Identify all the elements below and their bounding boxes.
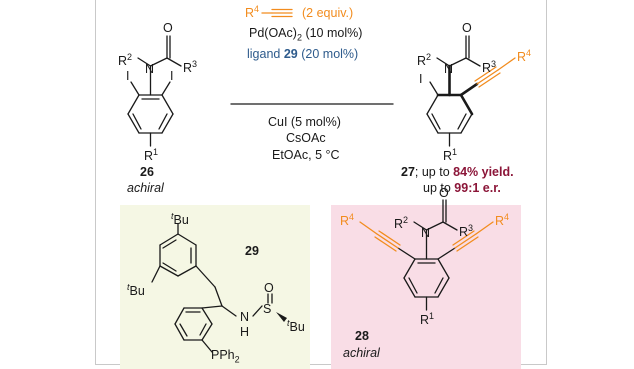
c26-r1-letter: R [144, 149, 154, 164]
c26-r1-sup: 1 [153, 147, 159, 157]
c27-r4-sup: 4 [526, 48, 532, 58]
l29-tbu-left: tBu [127, 283, 145, 298]
c27-r2-sup: 2 [426, 52, 432, 62]
alkyne-equiv: (2 equiv.) [302, 6, 354, 20]
solvent-line: EtOAc, 5 °C [272, 148, 340, 162]
c27-r4: R4 [517, 49, 531, 64]
pd-loading: (10 mol%) [305, 26, 363, 40]
c28-note: achiral [343, 346, 380, 360]
c28-r4-right-letter: R [495, 214, 505, 229]
l29-h: H [240, 325, 250, 339]
c26-r2-sup: 2 [127, 52, 133, 62]
c27-r3-letter: R [482, 61, 492, 76]
c28-r1-letter: R [420, 313, 430, 328]
l29-n: N [240, 310, 250, 324]
c28-r3: R3 [459, 224, 473, 239]
cui-line: CuI (5 mol%) [268, 115, 341, 129]
c26-r2-letter: R [118, 54, 128, 69]
ligand-29-bonds [151, 223, 273, 353]
c27-r3: R3 [482, 60, 496, 75]
sulfur-wedge [276, 312, 287, 322]
c27-er-line: up to 99:1 e.r. [423, 182, 501, 195]
c27-yield-prefix: ; up to [414, 165, 450, 179]
c27-r1: R1 [443, 148, 457, 163]
c28-r4-left-letter: R [340, 214, 350, 229]
c28-r3-letter: R [459, 225, 469, 240]
c27-r1-sup: 1 [452, 147, 458, 157]
c27-r2: R2 [417, 53, 431, 68]
alkyne-r-letter: R [245, 6, 255, 21]
c27-r2-letter: R [417, 54, 427, 69]
c26-r1: R1 [144, 148, 158, 163]
c27-er-value: 99:1 e.r. [454, 181, 501, 195]
l29-tbu-top: tBu [171, 212, 189, 227]
c26-i-left: I [126, 69, 130, 83]
c26-number: 26 [140, 165, 154, 179]
c26-o: O [163, 21, 173, 35]
c26-n: N [145, 62, 155, 76]
ligand-word: ligand [247, 47, 281, 61]
l29-tbu-s-bu: Bu [289, 320, 305, 335]
ligand-loading: (20 mol%) [301, 47, 359, 61]
pd-formula: Pd(OAc) [249, 26, 297, 40]
l29-pph-sub: 2 [234, 354, 240, 365]
c28-o: O [439, 186, 449, 200]
l29-number: 29 [245, 244, 259, 258]
l29-tbu-top-t: t [171, 211, 174, 221]
base-line: CsOAc [286, 131, 326, 145]
c27-er-prefix: up to [423, 181, 451, 195]
c28-number: 28 [355, 329, 369, 343]
c26-r3-sup: 3 [192, 59, 198, 69]
c27-number: 27 [401, 165, 415, 179]
c28-r4-right-sup: 4 [504, 212, 510, 222]
scheme-frame [95, 0, 547, 365]
alkyne-r-sup: 4 [254, 4, 260, 14]
l29-tbu-top-bu: Bu [173, 213, 189, 228]
c27-o: O [462, 21, 472, 35]
c27-i: I [419, 72, 423, 86]
ligand-number: 29 [283, 47, 298, 61]
c28-r3-sup: 3 [468, 223, 474, 233]
l29-pph2: PPh2 [211, 349, 240, 365]
l29-tbu-left-bu: Bu [129, 284, 145, 299]
compound-27-alkyne [474, 57, 516, 88]
c26-note: achiral [127, 181, 164, 195]
compound-27-bonds [426, 35, 481, 147]
c27-yield-value: 84% yield. [453, 165, 514, 179]
c27-n: N [444, 62, 454, 76]
ligand-line: ligand 29 (20 mol%) [247, 48, 358, 61]
c27-r1-letter: R [443, 149, 453, 164]
c28-r1-sup: 1 [429, 311, 435, 321]
c28-r2-letter: R [394, 217, 404, 232]
l29-tbu-s: tBu [287, 319, 305, 334]
pd-catalyst-line: Pd(OAc)2 (10 mol%) [249, 27, 362, 43]
c28-r4-left: R4 [340, 213, 354, 228]
c28-r4-left-sup: 4 [349, 212, 355, 222]
c27-yield-line: 27; up to 84% yield. [401, 166, 514, 179]
c28-r4-right: R4 [495, 213, 509, 228]
c26-r3: R3 [183, 60, 197, 75]
c27-r4-letter: R [517, 50, 527, 65]
c28-r1: R1 [420, 312, 434, 327]
l29-o: O [264, 281, 274, 295]
alkyne-r4: R4 [245, 5, 259, 20]
compound-28-alkynes [359, 221, 494, 252]
compound-26-bonds [127, 35, 182, 147]
l29-s: S [263, 302, 272, 316]
l29-pph: PPh [211, 348, 235, 362]
l29-tbu-left-t: t [127, 282, 130, 292]
pd-formula-sub: 2 [296, 32, 302, 43]
c26-r3-letter: R [183, 61, 193, 76]
c26-i-right: I [170, 69, 174, 83]
c28-n: N [421, 226, 431, 240]
c28-r2: R2 [394, 216, 408, 231]
alkyne-reagent-bonds [261, 8, 293, 18]
c27-r3-sup: 3 [491, 59, 497, 69]
c28-r2-sup: 2 [403, 215, 409, 225]
c26-r2: R2 [118, 53, 132, 68]
compound-28-bonds [397, 199, 458, 311]
l29-tbu-s-t: t [287, 318, 290, 328]
